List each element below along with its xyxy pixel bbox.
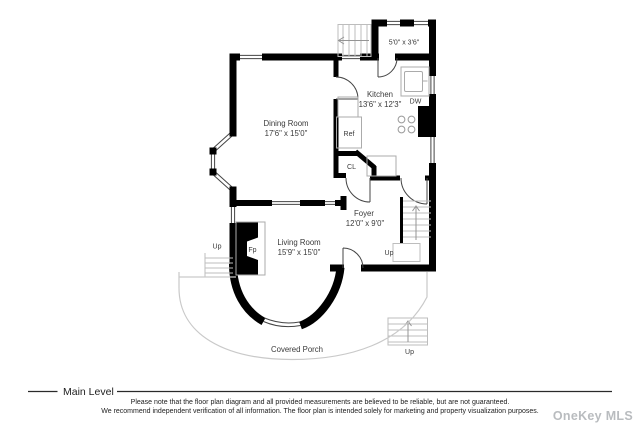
dishwasher-label: DW [410, 99, 422, 106]
level-title: Main Level [63, 386, 114, 398]
refrigerator-label: Ref [344, 131, 355, 138]
disclaimer-line-2: We recommend independent verification of… [101, 408, 539, 415]
small-room-dims: 5'0" x 3'6" [389, 40, 420, 47]
foyer-stairs [392, 197, 431, 262]
up-label-left: Up [213, 244, 222, 251]
front-door-arc [342, 247, 364, 269]
up-label-foyer: Up [385, 250, 394, 257]
range-icon [418, 106, 433, 137]
living-room-dims: 15'9" x 15'0" [278, 248, 321, 257]
refrigerator-box [336, 116, 362, 149]
kitchen-label: Kitchen [367, 90, 393, 99]
left-stairs [204, 253, 233, 277]
windows [209, 20, 435, 328]
kitchen-fixtures [336, 66, 433, 177]
up-label-porch: Up [405, 349, 414, 356]
door-arcs [335, 57, 428, 269]
covered-porch-label: Covered Porch [271, 345, 323, 354]
fixture-labels: DW Ref CL Fp Up Up Up [213, 99, 422, 357]
fireplace-icon [236, 222, 258, 275]
bay-corner-block [209, 168, 217, 176]
living-room-label: Living Room [277, 238, 320, 247]
closet-label: CL [347, 164, 356, 171]
exterior-walls [229, 19, 436, 330]
bay-corner-block [229, 129, 237, 137]
turret-window [263, 317, 301, 328]
porch-outline [178, 272, 428, 361]
porch-stairs [387, 317, 428, 346]
room-labels: Kitchen 13'6" x 12'3" Dining Room 17'6" … [263, 40, 419, 355]
dining-room-dims: 17'6" x 15'0" [265, 129, 308, 138]
stove-burners-icon [397, 115, 416, 134]
fireplace [235, 221, 266, 276]
bay-corner-block [229, 186, 237, 194]
foyer-label: Foyer [354, 209, 374, 218]
onekey-mls-watermark: OneKey MLS [553, 409, 633, 423]
sink-counter [400, 66, 430, 97]
sink-icon [404, 71, 423, 92]
counter [337, 96, 359, 118]
dining-room-label: Dining Room [263, 119, 308, 128]
footer: Main Level Please note that the floor pl… [28, 386, 633, 423]
bay-window [210, 131, 235, 192]
counter [366, 155, 397, 177]
disclaimer-line-1: Please note that the floor plan diagram … [131, 399, 510, 406]
turret-wall [229, 263, 345, 330]
bay-corner-block [209, 147, 217, 155]
top-stairs [337, 24, 372, 57]
fireplace-label: Fp [248, 247, 256, 254]
foyer-dims: 12'0" x 9'0" [346, 219, 385, 228]
room-divider-wall [233, 196, 347, 210]
kitchen-dims: 13'6" x 12'3" [359, 100, 402, 109]
